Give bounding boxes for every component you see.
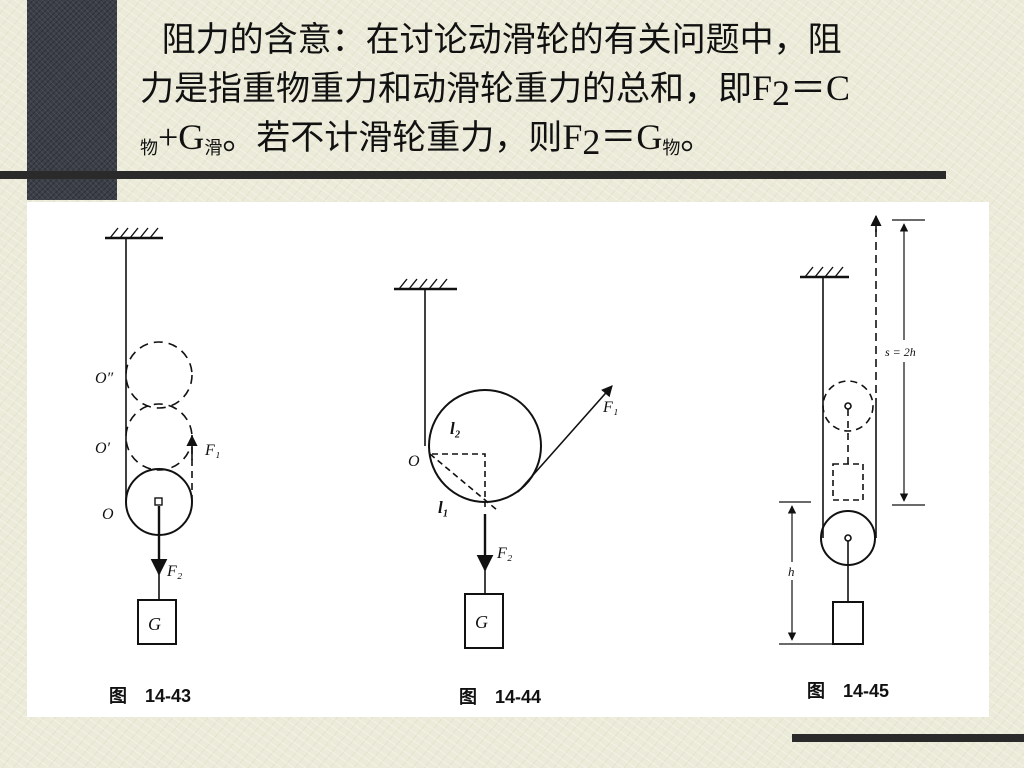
figure-14-44-labels: l₂ O l₁ F₁ F₂ G 图 14-44 <box>408 399 618 707</box>
label-s-equals-2h: s = 2h <box>885 345 916 359</box>
title-line-3: 物+G滑。若不计滑轮重力，则F2＝G物。 <box>140 117 715 162</box>
weight-block <box>137 599 177 645</box>
label-f2: F₂ <box>166 563 183 580</box>
label-g: G <box>148 614 161 634</box>
pulley-position-o1 <box>125 403 193 471</box>
block-initial-position <box>832 463 864 501</box>
label-g: G <box>475 612 488 632</box>
pulley-initial-position <box>822 380 874 432</box>
caption-14-45: 图 14-45 <box>807 681 889 701</box>
figure-14-43 <box>105 227 198 645</box>
figure-14-44 <box>394 278 613 649</box>
label-h: h <box>788 564 795 579</box>
f1-rope-arrow <box>517 385 613 493</box>
label-f1: F₁ <box>204 442 220 459</box>
decorative-side-block <box>27 0 117 200</box>
label-l2: l₂ <box>450 419 461 438</box>
figure-14-43-labels: O″ O′ O F₁ F₂ G 图 14-43 <box>95 370 220 706</box>
label-o: O <box>102 506 114 523</box>
lever-arm-l2 <box>432 453 486 509</box>
label-o: O <box>408 453 420 470</box>
header-divider-bar <box>0 171 946 179</box>
pulley-axle <box>844 534 852 542</box>
footer-accent-bar <box>792 734 1024 742</box>
figure-14-45-labels: s = 2h h 图 14-45 <box>788 345 916 701</box>
caption-14-43: 图 14-43 <box>109 686 191 706</box>
weight-block <box>832 601 864 645</box>
label-o-prime: O′ <box>95 440 111 457</box>
figure-14-45 <box>779 214 925 645</box>
caption-14-44: 图 14-44 <box>459 687 541 707</box>
ceiling-support <box>394 278 457 291</box>
pulley-position-o2 <box>125 341 193 409</box>
title-line-1: 阻力的含意：在讨论动滑轮的有关问题中，阻 <box>161 20 842 60</box>
label-l1: l₁ <box>438 498 449 517</box>
figure-panel: O″ O′ O F₁ F₂ G 图 14-43 l₂ O l₁ <box>27 202 989 717</box>
pulley-axle <box>154 497 163 506</box>
ceiling-support <box>105 227 163 240</box>
pulley-diagrams: O″ O′ O F₁ F₂ G 图 14-43 l₂ O l₁ <box>95 214 925 707</box>
slide-title: 阻力的含意：在讨论动滑轮的有关问题中，阻 力是指重物重力和动滑轮重力的总和，即F… <box>140 16 990 162</box>
weight-block <box>464 593 504 649</box>
ceiling-support <box>800 266 849 279</box>
pulley-initial-axle <box>844 402 852 410</box>
label-f1: F₁ <box>602 399 618 416</box>
label-o-double-prime: O″ <box>95 370 114 387</box>
label-f2: F₂ <box>496 545 513 562</box>
lever-arm-l1 <box>429 453 498 511</box>
title-line-2: 力是指重物重力和动滑轮重力的总和，即F2＝C <box>140 68 851 113</box>
